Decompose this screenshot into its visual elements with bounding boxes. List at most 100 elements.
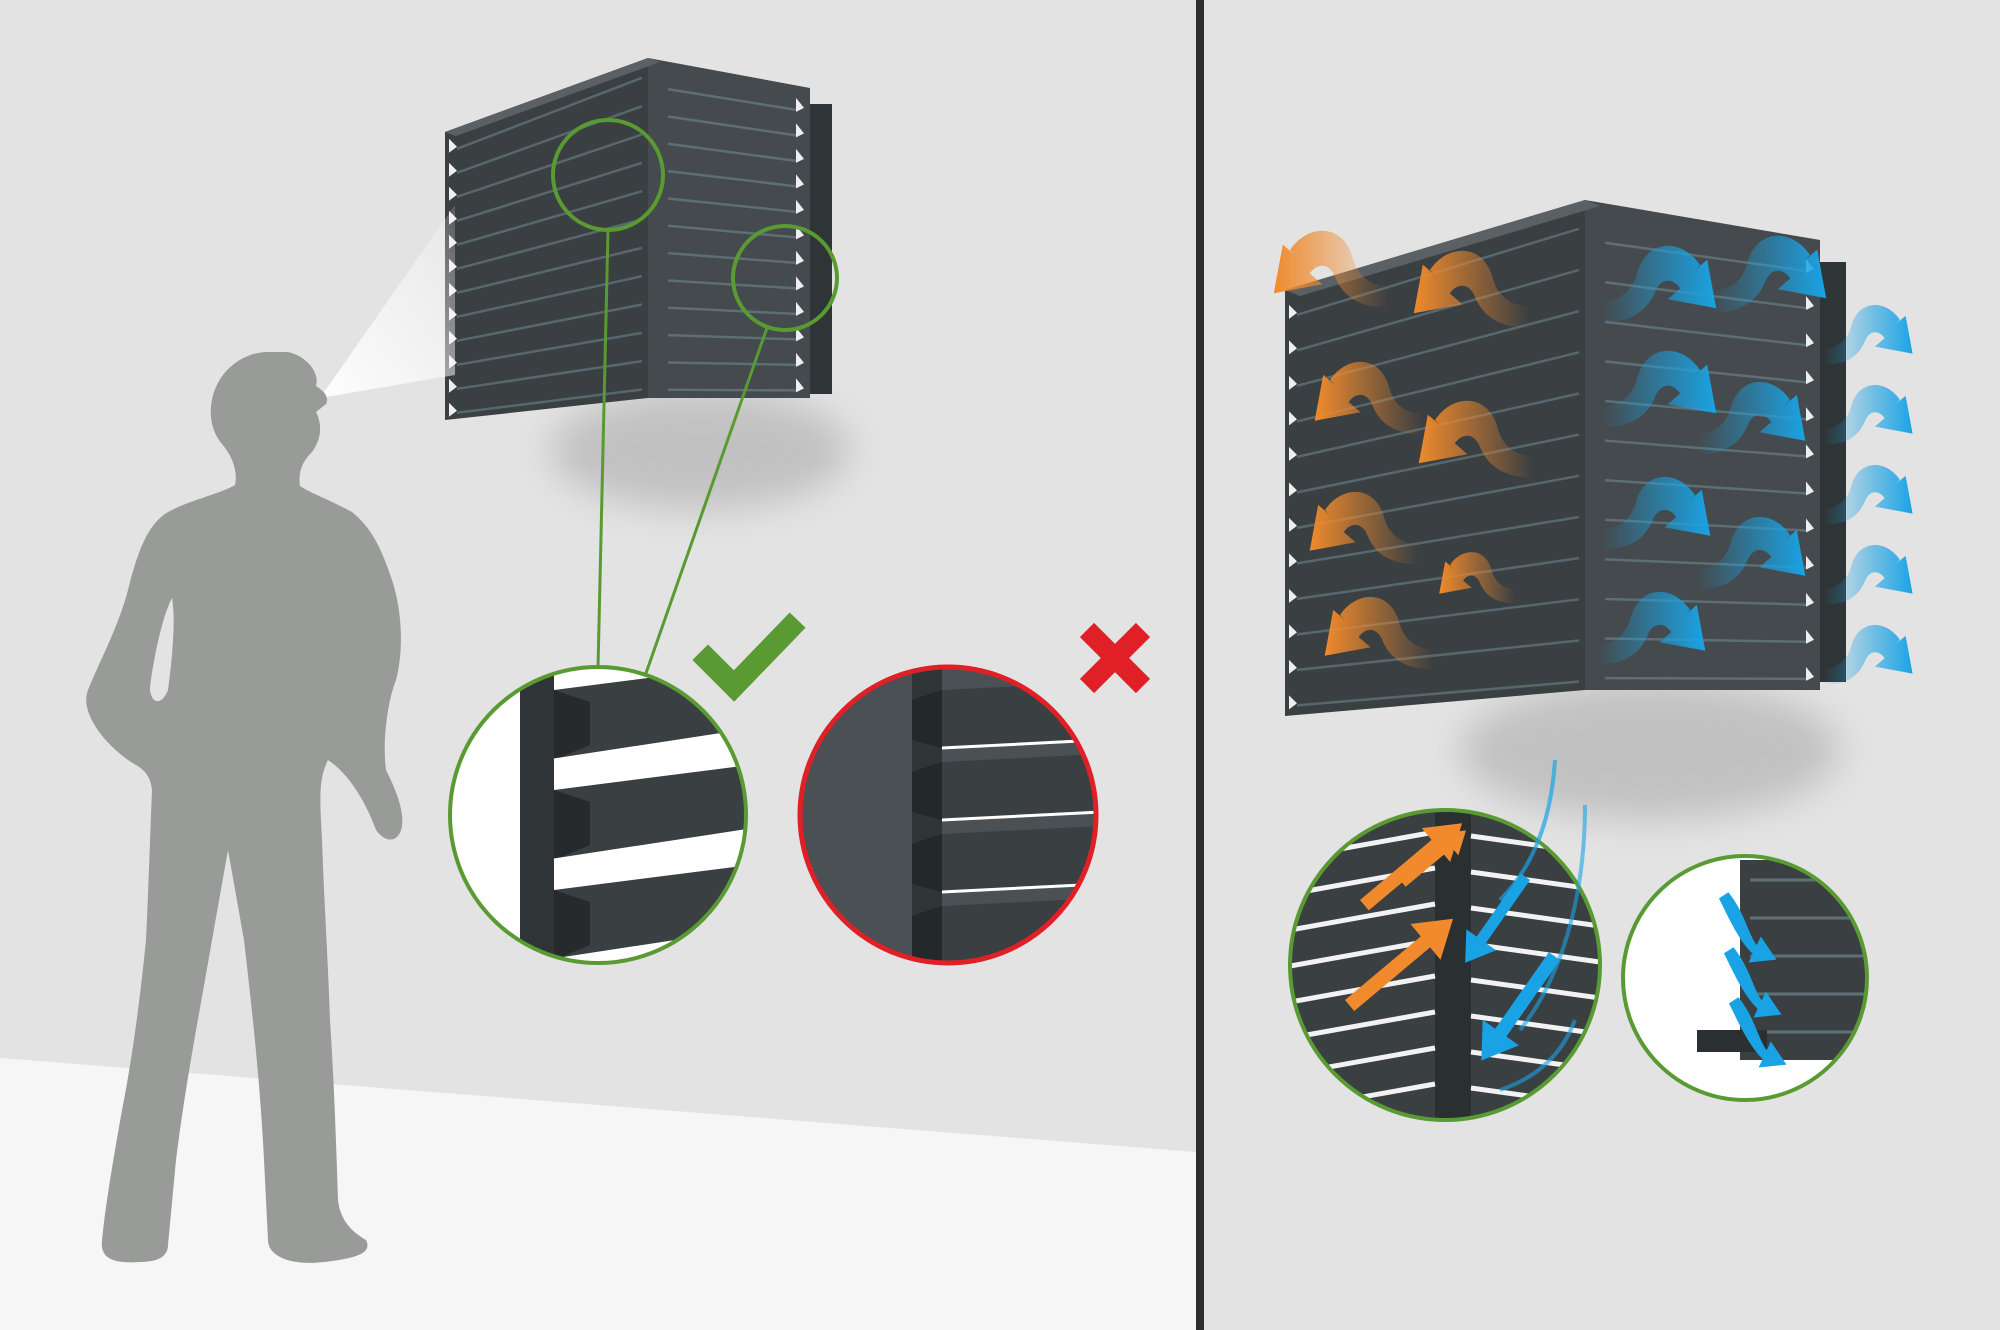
cover-wall-mount (1820, 262, 1846, 682)
slat-edge (1289, 624, 1297, 639)
slat-edge (1289, 411, 1297, 426)
side-slat (667, 333, 797, 341)
line-of-sight (320, 205, 455, 398)
slat-edge (796, 276, 804, 291)
cover-shadow (550, 390, 850, 510)
blue-airflow-arrow-icon (1601, 476, 1711, 550)
front-slat (1296, 515, 1580, 565)
front-slat (456, 189, 643, 247)
slat-edge (1806, 407, 1814, 422)
inspection-ring-front (551, 118, 665, 232)
cover-top-edge (445, 58, 660, 136)
front-slat (1296, 268, 1580, 352)
detail-correct (448, 665, 748, 965)
side-slat (667, 115, 797, 137)
front-slat (456, 359, 643, 391)
slat-edge (1806, 518, 1814, 533)
front-slat (456, 161, 643, 222)
blue-airflow-arrow-icon (1601, 245, 1717, 323)
blue-airflow-arrow-icon (1823, 545, 1913, 605)
side-slat (667, 224, 797, 239)
slat-edge (1289, 446, 1297, 461)
slat-edge (1289, 695, 1297, 710)
blue-airflow-arrow-icon (1601, 350, 1717, 428)
detail-ring-incorrect (797, 664, 1099, 966)
side-slat (667, 87, 797, 112)
front-slat (456, 246, 643, 295)
slat-edge (1289, 340, 1297, 355)
blue-airflow-arrow-icon (1823, 305, 1913, 365)
blue-airflow-arrow-icon (1723, 947, 1782, 1018)
side-slat (667, 169, 797, 188)
slat-edge (1806, 444, 1814, 459)
slat-edge (449, 378, 457, 393)
side-slat (667, 197, 797, 214)
side-slat (1604, 676, 1807, 681)
slat-edge (1289, 517, 1297, 532)
person-silhouette (86, 352, 403, 1263)
slat-edge (1289, 588, 1297, 603)
slat-edge (796, 174, 804, 189)
inspection-ring-side (731, 224, 839, 332)
slat-edge (1806, 592, 1814, 607)
right-panel (1204, 0, 2000, 1330)
slat-edge (1806, 629, 1814, 644)
blue-airflow-arrow-icon (1823, 465, 1913, 525)
orange-airflow-arrow-icon (1273, 230, 1389, 308)
detail-ring-correct (448, 665, 748, 965)
slat-edge (1806, 333, 1814, 348)
blue-airflow-arrow-icon (1823, 385, 1913, 445)
orange-airflow-arrow-icon (1314, 361, 1424, 435)
ac-cover-left (445, 58, 832, 420)
slat-edge (1289, 659, 1297, 674)
orange-airflow-arrow-icon (1439, 552, 1516, 604)
angled-louvres-closeup (450, 667, 746, 963)
slat-edge (796, 327, 804, 342)
flat-slat (942, 754, 1096, 820)
detail-leader-lines (551, 118, 839, 677)
slat-edge (1289, 304, 1297, 319)
cross-icon (1079, 622, 1151, 694)
blue-airflow-arrow-icon (1718, 892, 1777, 963)
blue-airflow-arrow-icon (1481, 952, 1560, 1061)
side-slat (667, 388, 797, 392)
slat-edge (796, 378, 804, 393)
blue-airflow-arrow-icon (1823, 625, 1913, 685)
slat-edge (449, 138, 457, 153)
front-slat (456, 76, 643, 150)
front-slat (456, 133, 643, 198)
slat-edge (796, 97, 804, 112)
front-slat (1296, 639, 1580, 672)
panel-divider (1196, 0, 1204, 1330)
front-slat (456, 218, 643, 271)
slat-edge (449, 186, 457, 201)
blue-airflow-arrow-icon (1465, 873, 1530, 963)
hot-air-out-arrows (1273, 230, 1534, 670)
orange-airflow-arrow-icon (1360, 823, 1463, 911)
front-slat (456, 274, 643, 319)
slat-edge (449, 402, 457, 417)
side-slat (1604, 478, 1807, 495)
slat-edge (796, 352, 804, 367)
front-slat (456, 104, 643, 174)
front-slat (1296, 556, 1580, 601)
cold-air-flow-curves (1498, 759, 1587, 1092)
blue-airflow-arrow-icon (1728, 997, 1787, 1068)
slat-edge (1806, 481, 1814, 496)
slat-edge (796, 250, 804, 265)
blue-airflow-arrow-icon (1696, 381, 1806, 455)
side-slat (667, 142, 797, 163)
slat-edge (1289, 553, 1297, 568)
slat-edge (796, 301, 804, 316)
side-slat (1604, 320, 1807, 347)
side-slat (667, 251, 797, 265)
blue-airflow-arrow-icon (1711, 235, 1827, 313)
front-slat (456, 331, 643, 367)
slat-edge (1806, 296, 1814, 311)
orange-airflow-arrow-icon (1324, 596, 1434, 670)
orange-airflow-arrow-icon (1309, 491, 1419, 565)
flat-slat (942, 826, 1096, 892)
orange-airflow-arrow-icon (1345, 918, 1454, 1012)
slat-edge (1806, 666, 1814, 681)
